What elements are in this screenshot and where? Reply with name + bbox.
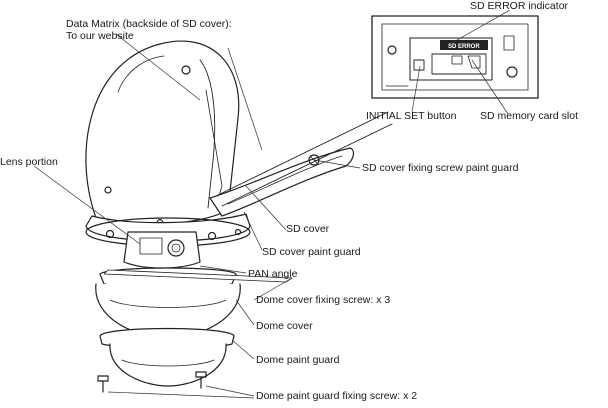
label-initial-set-button: INITIAL SET button — [366, 110, 457, 122]
housing-screw-mid — [104, 186, 112, 194]
label-data-matrix: Data Matrix (backside of SD cover): To o… — [66, 18, 232, 42]
housing-highlight — [117, 55, 165, 93]
label-data-matrix-line1: Data Matrix (backside of SD cover): — [66, 18, 232, 30]
label-lens-portion: Lens portion — [0, 156, 58, 168]
paint-guard-screw-right — [195, 371, 207, 389]
paint-guard-screw-left — [97, 375, 109, 393]
label-sd-cover: SD cover — [286, 223, 330, 235]
sd-compartment-edge — [199, 59, 216, 209]
sd-card-slot — [431, 53, 487, 75]
sd-cover-screw — [308, 154, 320, 166]
label-data-matrix-line2: To our website — [66, 30, 134, 42]
sd-panel-text: SD ERROR — [448, 44, 480, 50]
label-dome-paint-guard-fixing-screw: Dome paint guard fixing screw: x 2 — [256, 390, 418, 402]
sd-panel — [409, 37, 493, 81]
housing-screw-top — [181, 65, 191, 75]
label-sd-cover-paint-guard: SD cover paint guard — [262, 246, 361, 258]
label-dome-cover: Dome cover — [256, 320, 313, 332]
dome-paint-guard — [109, 343, 227, 387]
label-dome-paint-guard: Dome paint guard — [256, 354, 340, 366]
label-pan-angle: PAN angle — [248, 268, 298, 280]
label-sd-memory-card-slot: SD memory card slot — [480, 110, 579, 122]
sd-inset-frame — [371, 15, 539, 99]
label-dome-cover-fixing-screw: Dome cover fixing screw: x 3 — [256, 294, 391, 306]
label-sd-cover-fixing-screw-paint-guard: SD cover fixing screw paint guard — [362, 162, 519, 174]
label-sd-error-indicator: SD ERROR indicator — [470, 0, 569, 12]
leader-lines — [33, 9, 511, 399]
